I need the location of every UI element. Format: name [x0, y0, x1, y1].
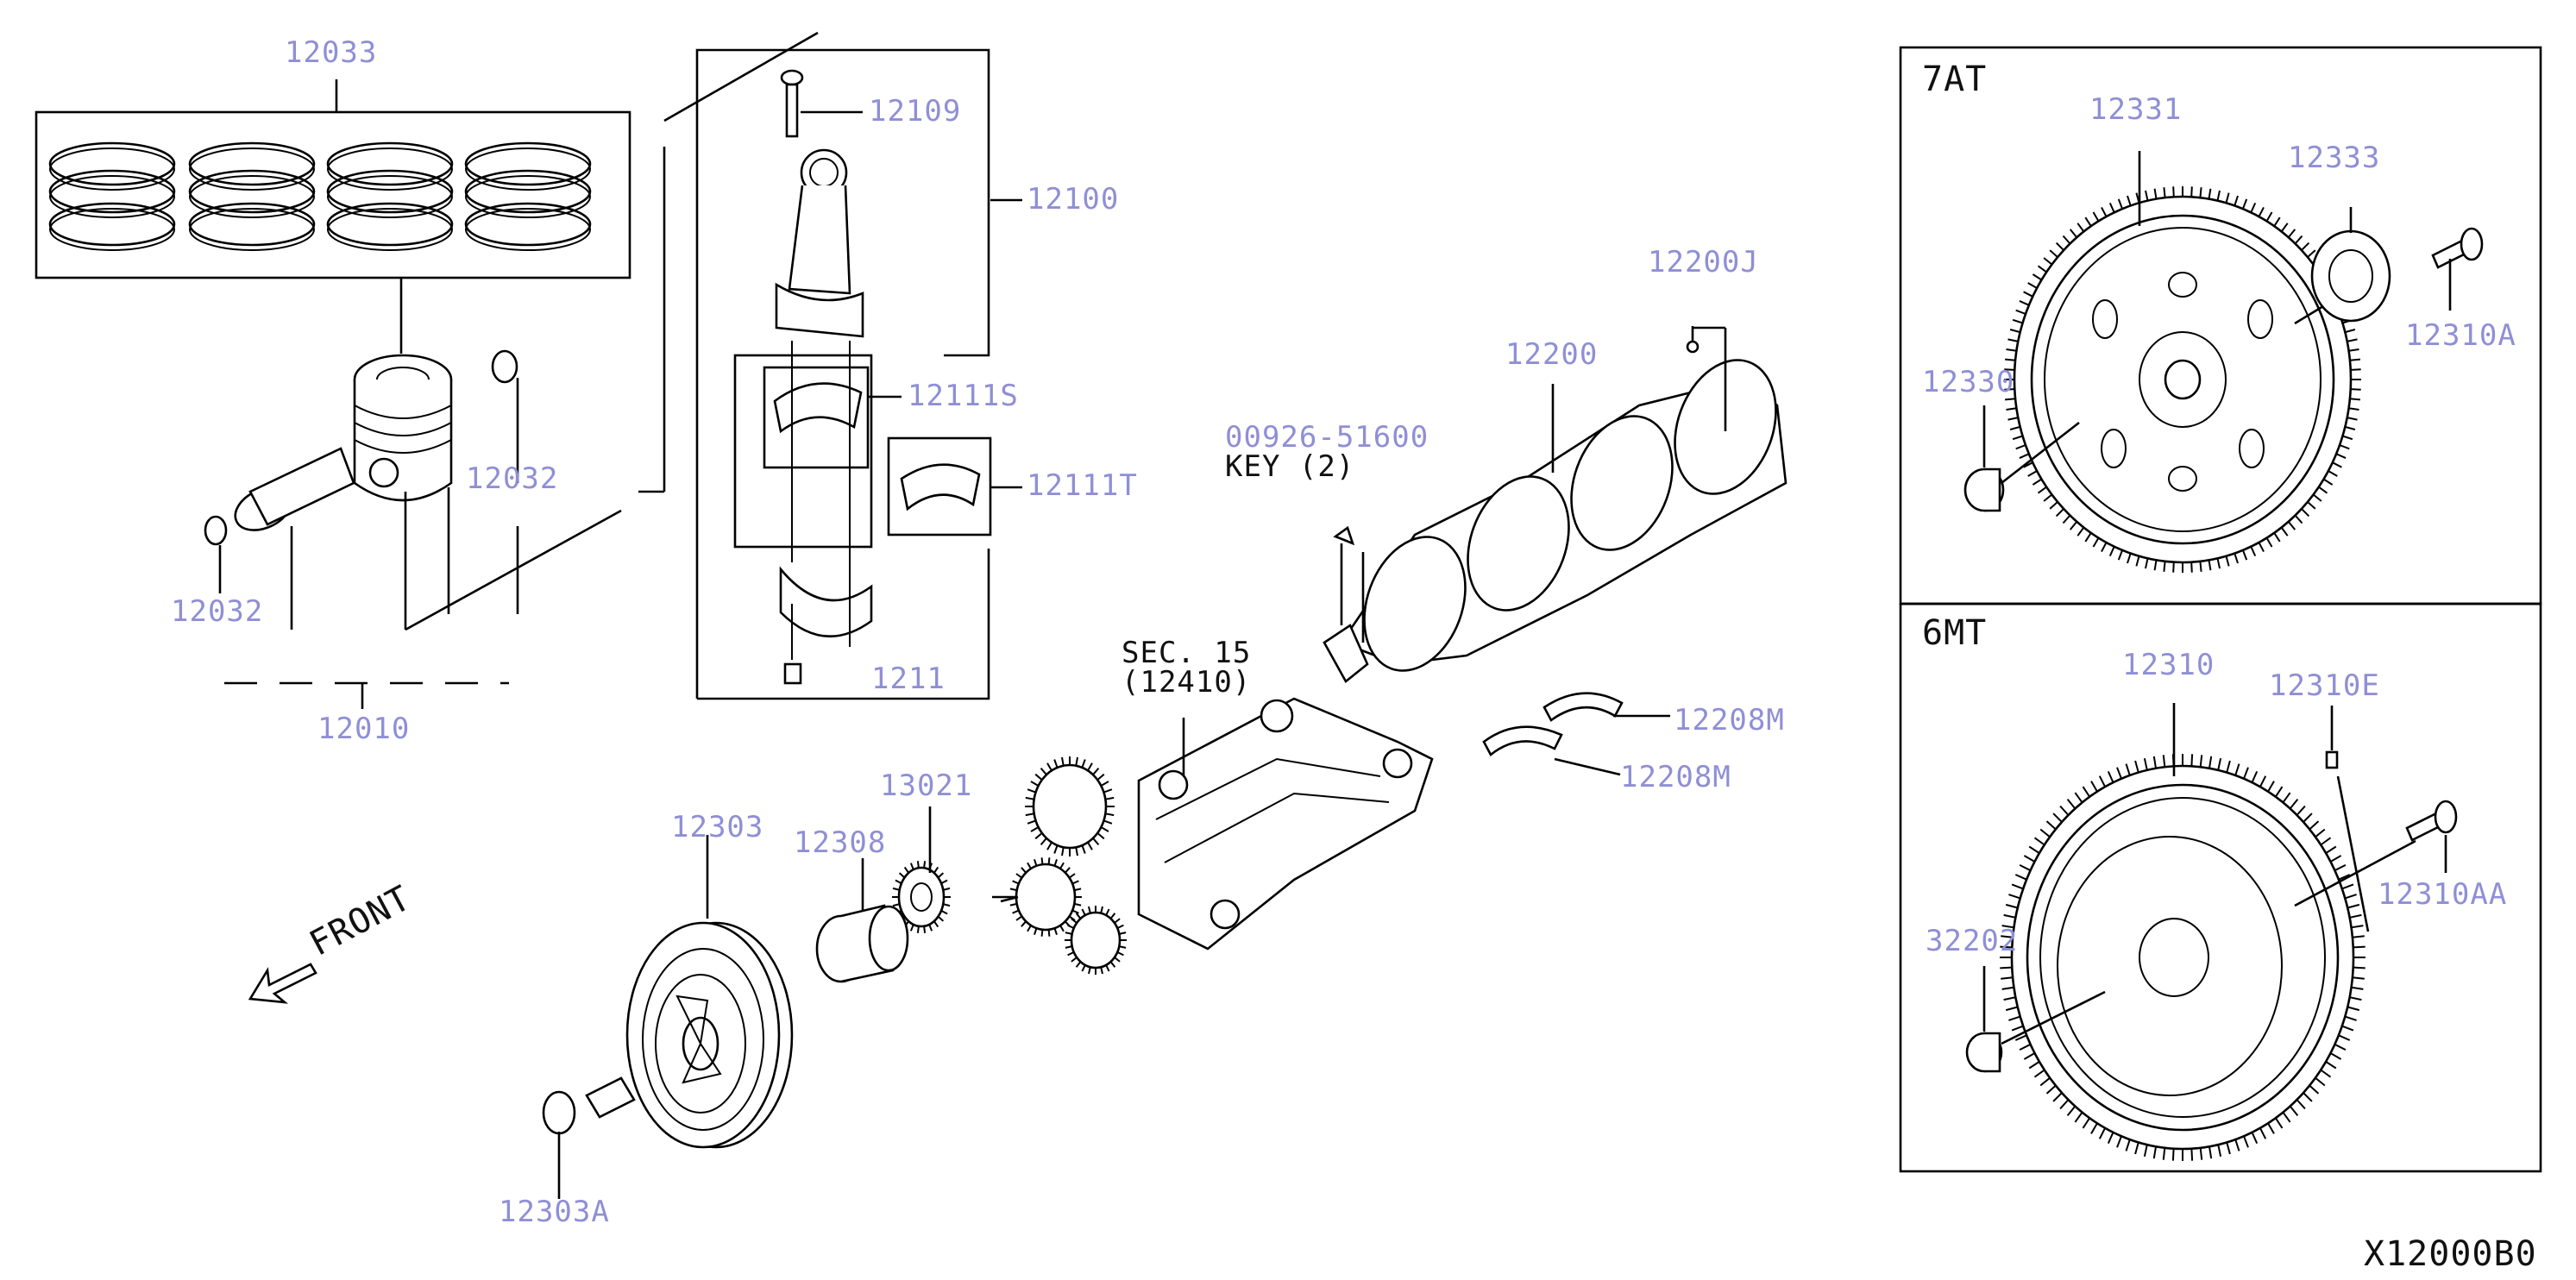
part-12310-label[interactable]: 12310 [2122, 648, 2215, 682]
part-12100-label[interactable]: 12100 [1027, 182, 1120, 216]
catalog-code: X12000B0 [2364, 1234, 2537, 1274]
section-reference-label[interactable]: SEC. 15 [1122, 636, 1252, 670]
part-32202-label[interactable]: 32202 [1926, 924, 2019, 958]
part-12032-left-label[interactable]: 12032 [171, 594, 264, 629]
part-12331-label[interactable]: 12331 [2089, 92, 2183, 127]
part-1211-label[interactable]: 1211 [871, 662, 946, 696]
crankshaft[interactable] [1323, 326, 1794, 685]
part-12310aa-label[interactable]: 12310AA [2378, 877, 2508, 912]
dowel-12310e[interactable] [2325, 706, 2370, 932]
key-label: KEY (2) [1225, 449, 1355, 484]
6mt-variant-panel [1899, 602, 2542, 1173]
drive-plate-7at[interactable] [2004, 151, 2361, 573]
crank-bushing[interactable] [815, 858, 909, 983]
7at-panel-title: 7AT [1922, 60, 1988, 99]
crank-pulley[interactable] [542, 835, 794, 1199]
part-12111t-label[interactable]: 12111T [1027, 468, 1138, 503]
reinforcement-plate[interactable] [2294, 207, 2391, 325]
part-12308-label[interactable]: 12308 [794, 825, 887, 860]
part-13021-label[interactable]: 13021 [880, 769, 973, 803]
part-12303a-label[interactable]: 12303A [499, 1195, 610, 1229]
balancer-unit[interactable] [992, 697, 1434, 975]
part-12333-label[interactable]: 12333 [2288, 141, 2381, 175]
flywheel-6mt[interactable] [2000, 703, 2366, 1161]
part-00926-51600-label[interactable]: 00926-51600 [1225, 420, 1429, 455]
front-arrow-icon [248, 963, 317, 1004]
part-12111s-label[interactable]: 12111S [908, 379, 1019, 413]
part-12032-right-label[interactable]: 12032 [466, 461, 559, 496]
part-12208m-upper-label[interactable]: 12208M [1674, 703, 1785, 737]
part-12303-label[interactable]: 12303 [671, 810, 764, 844]
part-12200-label[interactable]: 12200 [1505, 337, 1599, 372]
part-12310e-label[interactable]: 12310E [2269, 668, 2380, 703]
part-12010-label[interactable]: 12010 [317, 712, 411, 746]
spacer-12330[interactable] [1963, 405, 2080, 512]
part-12208m-lower-label[interactable]: 12208M [1620, 760, 1731, 794]
part-12310a-label[interactable]: 12310A [2405, 318, 2516, 353]
crank-sprocket[interactable] [892, 806, 951, 933]
part-12330-label[interactable]: 12330 [1922, 365, 2015, 399]
bushing-32202[interactable] [1965, 966, 2106, 1073]
front-direction-label: FRONT [303, 878, 418, 964]
connecting-rod-assembly[interactable] [695, 48, 1022, 700]
bolt-12310a[interactable] [2431, 227, 2484, 311]
piston-ring-set[interactable] [35, 79, 631, 279]
thrust-washers[interactable] [1482, 692, 1670, 776]
piston[interactable] [204, 278, 622, 709]
6mt-panel-title: 6MT [1922, 613, 1988, 653]
part-12200j-label[interactable]: 12200J [1648, 245, 1759, 279]
part-12109-label[interactable]: 12109 [869, 94, 962, 129]
section-part-label: (12410) [1122, 665, 1252, 700]
bolt-12310aa[interactable] [2294, 800, 2458, 907]
part-12033-label[interactable]: 12033 [285, 35, 378, 70]
